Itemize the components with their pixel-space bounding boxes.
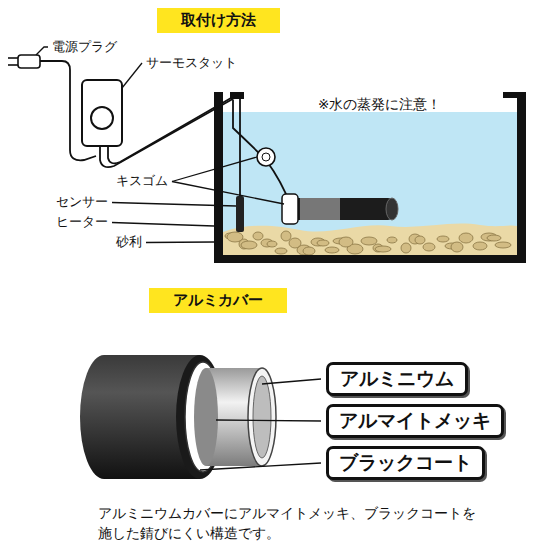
sensor (236, 98, 244, 232)
pebble (451, 242, 463, 252)
leader-line (216, 420, 321, 421)
suction-cup (262, 153, 270, 161)
part-label: ヒーター (56, 214, 108, 231)
pebble (415, 236, 425, 244)
heading-text: ブラックコート (339, 450, 472, 476)
layer-tag: アルマイトメッキ (326, 404, 504, 438)
layer-tag: アルミニウム (326, 362, 468, 396)
pebble (423, 243, 435, 251)
pebble (289, 238, 301, 248)
layer-tag: ブラックコート (326, 446, 485, 480)
pebble (241, 241, 257, 249)
pebble (401, 243, 411, 253)
pebbles (225, 231, 511, 255)
heading-text: アルマイトメッキ (339, 408, 491, 434)
pebble (375, 246, 391, 252)
heater (282, 194, 398, 224)
pebble (281, 231, 291, 241)
part-label: 砂利 (116, 234, 142, 251)
pebble (339, 237, 353, 247)
section-heading: アルミカバー (149, 288, 287, 313)
heading-text: アルミカバー (173, 291, 263, 310)
leader-line (122, 63, 142, 88)
section-heading: 取付け方法 (157, 8, 280, 33)
pebble (387, 237, 397, 243)
pebble (253, 232, 263, 240)
part-label: キスゴム (116, 173, 168, 190)
thermostat (82, 80, 238, 167)
water (223, 112, 517, 256)
pebble (227, 232, 243, 242)
leader-line (200, 463, 321, 470)
caption: アルミニウムカバーにアルマイトメッキ、ブラックコートを 施した錆びにくい構造です… (98, 503, 490, 544)
pebble (487, 235, 501, 241)
pebble (325, 247, 339, 253)
leader-line (112, 223, 214, 227)
leader-line (146, 241, 214, 243)
pebble (437, 236, 449, 242)
part-label: 電源プラグ (52, 38, 117, 56)
suction-cup (257, 148, 275, 166)
pebble (267, 241, 277, 247)
pebble (361, 237, 377, 245)
leader-line (36, 47, 48, 55)
heater-cord (233, 100, 290, 204)
heading-text: 取付け方法 (181, 11, 256, 30)
part-label: サーモスタット (146, 54, 237, 72)
gravel (223, 224, 517, 256)
part-label: センサー (56, 194, 108, 211)
pebble (473, 242, 487, 250)
leader-line (172, 182, 284, 205)
leader-line (112, 203, 236, 207)
leader-line (262, 379, 321, 384)
pebble (303, 247, 315, 255)
pebble (459, 233, 473, 243)
heading-text: アルミニウム (339, 366, 455, 392)
note: ※水の蒸発に注意！ (318, 96, 441, 114)
tank (214, 92, 526, 263)
pebble (317, 240, 329, 246)
pebble (275, 248, 287, 254)
aluminum-cover (80, 355, 276, 479)
leader-line (172, 157, 257, 182)
pebble (495, 242, 511, 248)
